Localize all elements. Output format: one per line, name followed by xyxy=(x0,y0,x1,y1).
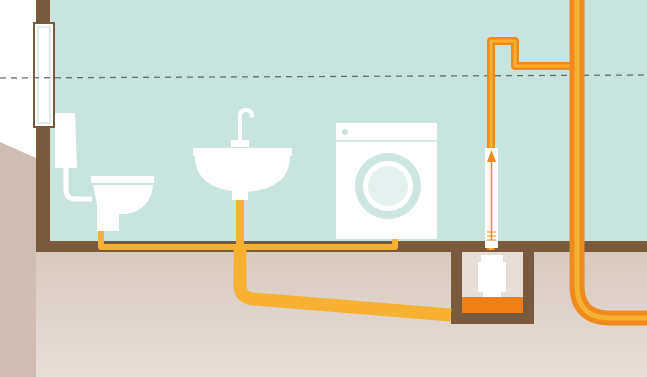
washbasin xyxy=(193,107,292,200)
basement-window xyxy=(33,22,55,128)
pump-flow-arrow-icon xyxy=(487,150,496,162)
lifting-pump xyxy=(478,148,506,297)
washer-door-inner xyxy=(368,166,408,206)
backflow-level-line xyxy=(0,74,647,79)
basin-rim xyxy=(193,148,292,156)
washer-knob-icon xyxy=(342,129,348,135)
pump-foot xyxy=(483,290,501,297)
toilet xyxy=(55,113,154,231)
faucet-icon xyxy=(238,107,254,142)
basin-trap xyxy=(232,190,248,200)
washing-machine xyxy=(336,123,437,239)
soil-left-slope xyxy=(0,142,36,377)
soil-below-floor xyxy=(36,252,647,377)
pump-motor xyxy=(481,255,503,263)
washer-control-strip xyxy=(336,140,437,142)
check-valve-icon xyxy=(487,231,496,241)
main-sewer-stack-highlight xyxy=(574,0,647,321)
pump-body xyxy=(478,262,506,292)
toilet-flush-pipe xyxy=(63,168,92,202)
toilet-bowl xyxy=(93,185,153,231)
toilet-tank xyxy=(55,113,77,168)
sump-wastewater xyxy=(462,297,523,313)
pressure-pipe xyxy=(487,0,647,326)
faucet-base xyxy=(231,140,249,147)
drain-pipes xyxy=(98,198,452,322)
main-drain-pipe xyxy=(233,247,452,322)
riser-pipe-highlight xyxy=(489,39,577,250)
basin-bowl xyxy=(195,156,290,192)
toilet-seat xyxy=(91,176,154,183)
